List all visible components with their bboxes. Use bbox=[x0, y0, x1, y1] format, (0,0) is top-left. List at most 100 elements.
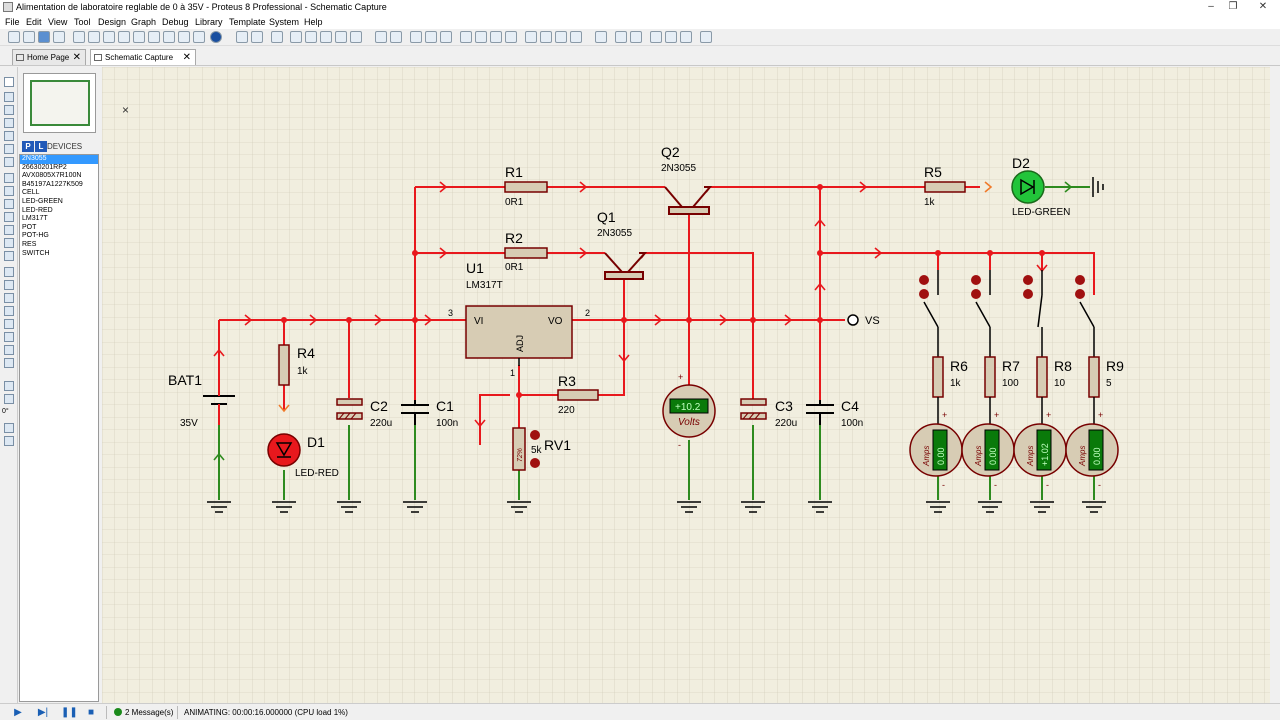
tab-home-page[interactable]: Home Page ✕ bbox=[12, 49, 86, 65]
refresh-icon[interactable] bbox=[236, 31, 248, 43]
box-2d-icon[interactable] bbox=[4, 280, 14, 290]
vertical-scrollbar[interactable] bbox=[1270, 67, 1280, 703]
resistor-r4[interactable] bbox=[278, 344, 290, 386]
bom-icon[interactable] bbox=[163, 31, 175, 43]
search-tag-icon[interactable] bbox=[615, 31, 627, 43]
device-list[interactable]: 2N3055 26630201RP2 AVX0805X7R100N B45197… bbox=[19, 154, 99, 702]
circle-2d-icon[interactable] bbox=[4, 293, 14, 303]
pick-device-icon[interactable] bbox=[525, 31, 537, 43]
junction-dot-icon[interactable] bbox=[4, 105, 14, 115]
list-item[interactable]: 26630201RP2 bbox=[22, 163, 67, 171]
resistor-r7[interactable] bbox=[984, 356, 996, 398]
marker-2d-icon[interactable] bbox=[4, 358, 14, 368]
path-2d-icon[interactable] bbox=[4, 319, 14, 329]
decompose-icon[interactable] bbox=[570, 31, 582, 43]
design-explorer-icon[interactable] bbox=[148, 31, 160, 43]
zoom-all-icon[interactable] bbox=[335, 31, 347, 43]
list-item[interactable]: LED-GREEN bbox=[22, 197, 63, 205]
menu-view[interactable]: View bbox=[48, 17, 68, 27]
terminals-icon[interactable] bbox=[4, 173, 14, 183]
zoom-out-icon[interactable] bbox=[320, 31, 332, 43]
close-button[interactable]: ✕ bbox=[1258, 1, 1268, 12]
rv1-increment-button[interactable] bbox=[530, 430, 540, 440]
origin-icon[interactable] bbox=[271, 31, 283, 43]
block-move-icon[interactable] bbox=[475, 31, 487, 43]
list-item[interactable]: RES bbox=[22, 240, 37, 248]
menu-system[interactable]: System bbox=[269, 17, 300, 27]
maximize-button[interactable]: ❐ bbox=[1228, 1, 1238, 12]
probe-icon[interactable] bbox=[4, 238, 14, 248]
menu-file[interactable]: File bbox=[5, 17, 20, 27]
origin-marker[interactable]: × bbox=[122, 103, 129, 117]
wire-label-icon[interactable] bbox=[4, 118, 14, 128]
vs-terminal[interactable] bbox=[847, 314, 859, 326]
close-icon[interactable]: ✕ bbox=[182, 52, 191, 63]
rv1-decrement-button[interactable] bbox=[530, 458, 540, 468]
list-item[interactable]: B45197A1227K509 bbox=[22, 180, 83, 188]
help-icon[interactable] bbox=[210, 31, 222, 43]
save-icon[interactable] bbox=[38, 31, 50, 43]
menu-template[interactable]: Template bbox=[229, 17, 266, 27]
close-icon[interactable]: ✕ bbox=[72, 52, 81, 63]
wire-autorouter-icon[interactable] bbox=[595, 31, 607, 43]
copy-icon[interactable] bbox=[425, 31, 437, 43]
mirror-x-icon[interactable] bbox=[4, 423, 14, 433]
undo-icon[interactable] bbox=[375, 31, 387, 43]
list-item[interactable]: POT-HG bbox=[22, 232, 49, 240]
library-manager-button[interactable]: L bbox=[35, 141, 47, 152]
pcb-icon[interactable] bbox=[103, 31, 115, 43]
exit-to-parent-icon[interactable] bbox=[680, 31, 692, 43]
import-icon[interactable] bbox=[53, 31, 65, 43]
resistor-r5[interactable] bbox=[924, 181, 966, 193]
property-assignment-icon[interactable] bbox=[630, 31, 642, 43]
pause-icon[interactable]: ❚❚ bbox=[61, 707, 78, 718]
menu-tool[interactable]: Tool bbox=[74, 17, 91, 27]
transistor-q2[interactable] bbox=[664, 186, 713, 215]
pick-devices-button[interactable]: P bbox=[22, 141, 34, 152]
new-file-icon[interactable] bbox=[8, 31, 20, 43]
virtual-instrument-icon[interactable] bbox=[4, 251, 14, 261]
active-popup-icon[interactable] bbox=[4, 212, 14, 222]
open-file-icon[interactable] bbox=[23, 31, 35, 43]
resistor-r2[interactable] bbox=[504, 247, 548, 259]
block-rotate-icon[interactable] bbox=[490, 31, 502, 43]
step-icon[interactable]: ▶| bbox=[37, 707, 49, 718]
cut-icon[interactable] bbox=[410, 31, 422, 43]
rotation-angle[interactable]: 0° bbox=[2, 408, 9, 415]
menu-library[interactable]: Library bbox=[195, 17, 223, 27]
list-item[interactable]: LED-RED bbox=[22, 206, 53, 214]
schematic-icon[interactable] bbox=[88, 31, 100, 43]
list-item[interactable]: CELL bbox=[22, 189, 40, 197]
capacitor-c4[interactable] bbox=[806, 400, 834, 425]
3d-icon[interactable] bbox=[118, 31, 130, 43]
text-2d-icon[interactable] bbox=[4, 332, 14, 342]
potentiometer-rv1[interactable] bbox=[512, 427, 526, 471]
list-item[interactable]: SWITCH bbox=[22, 249, 50, 257]
component-mode-icon[interactable] bbox=[4, 92, 14, 102]
selection-mode-icon[interactable] bbox=[4, 77, 14, 87]
messages-indicator[interactable]: 2 Message(s) bbox=[114, 708, 173, 717]
wires[interactable] bbox=[218, 186, 1095, 445]
device-pins-icon[interactable] bbox=[4, 186, 14, 196]
paste-icon[interactable] bbox=[440, 31, 452, 43]
menu-help[interactable]: Help bbox=[304, 17, 323, 27]
ammeter-r8[interactable] bbox=[1013, 423, 1067, 477]
list-item[interactable]: 2N3055 bbox=[20, 155, 98, 164]
text-script-icon[interactable] bbox=[4, 131, 14, 141]
voltmeter[interactable] bbox=[662, 384, 716, 438]
ammeter-r9[interactable] bbox=[1065, 423, 1119, 477]
menu-graph[interactable]: Graph bbox=[131, 17, 157, 27]
resistor-r6[interactable] bbox=[932, 356, 944, 398]
resistor-r3[interactable] bbox=[557, 389, 599, 401]
stop-icon[interactable]: ■ bbox=[87, 707, 95, 718]
generator-icon[interactable] bbox=[4, 225, 14, 235]
symbol-2d-icon[interactable] bbox=[4, 345, 14, 355]
list-item[interactable]: POT bbox=[22, 223, 37, 231]
led-d2[interactable] bbox=[1011, 170, 1045, 204]
switches[interactable] bbox=[919, 275, 1085, 299]
resistor-r1[interactable] bbox=[504, 181, 548, 193]
transistor-q1[interactable] bbox=[604, 252, 648, 280]
led-d1[interactable] bbox=[267, 433, 301, 467]
minimize-button[interactable]: – bbox=[1208, 1, 1214, 12]
battery-bat1[interactable] bbox=[203, 390, 235, 425]
